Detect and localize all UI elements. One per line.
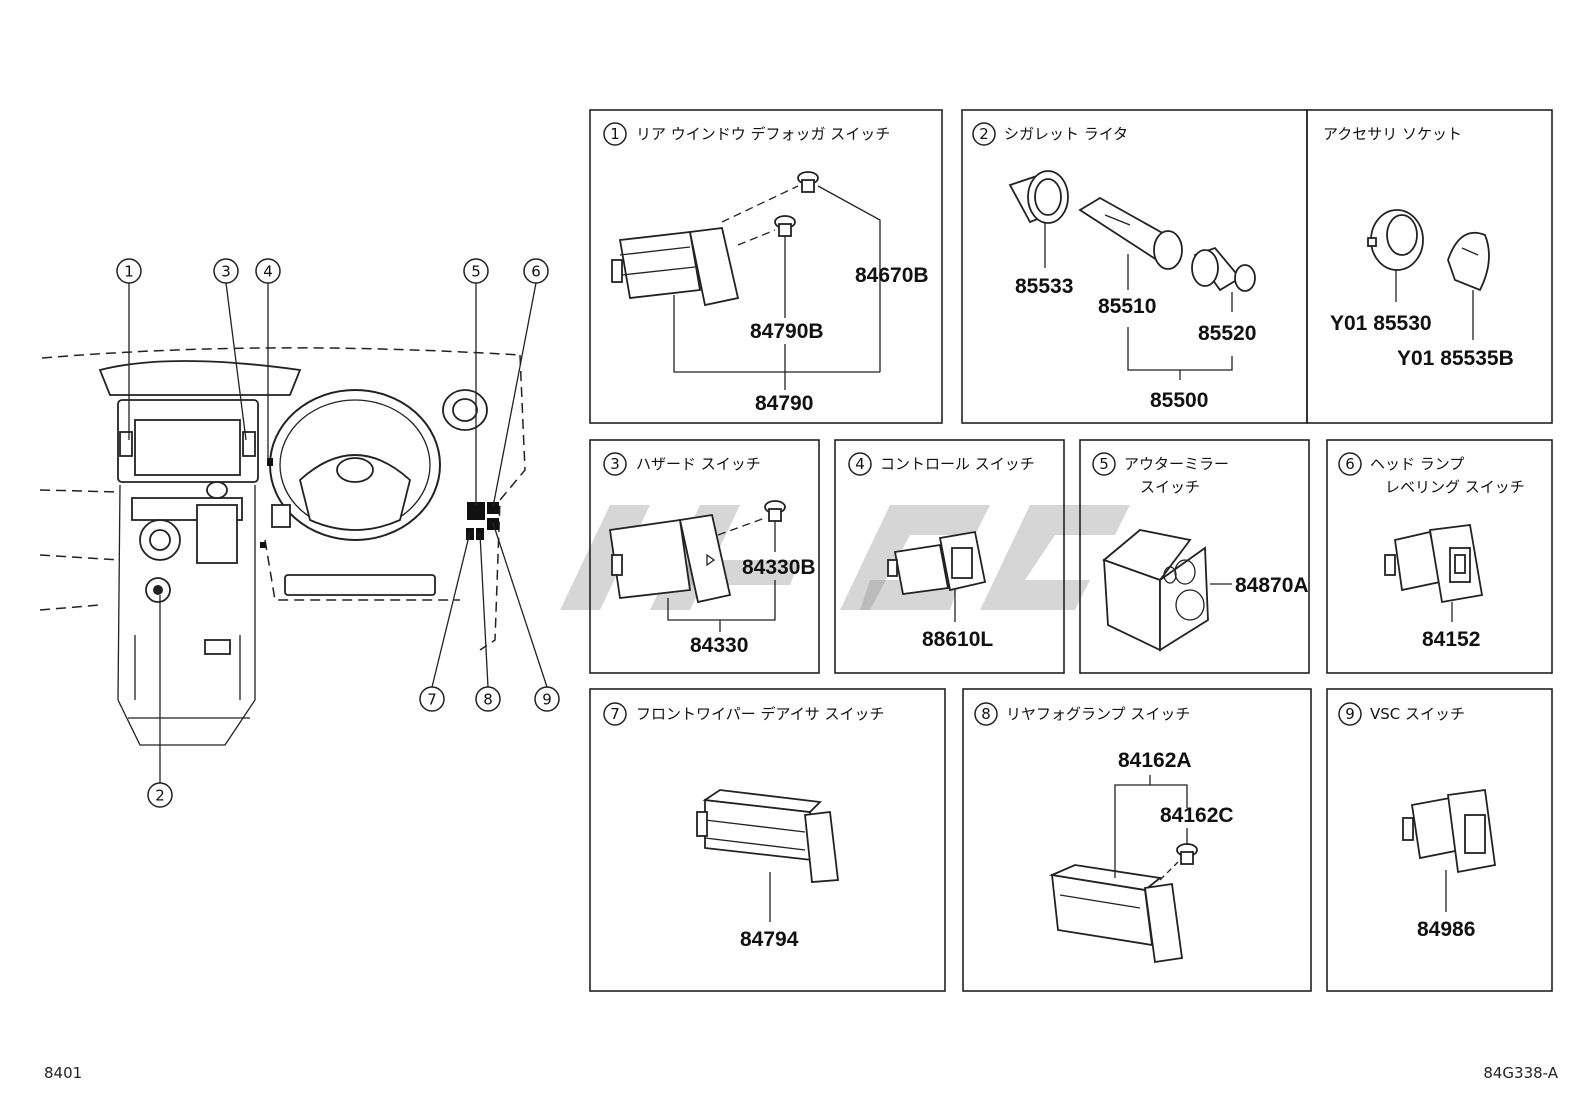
svg-text:アウターミラー: アウターミラー	[1124, 455, 1229, 473]
svg-text:84870A: 84870A	[1235, 574, 1309, 597]
svg-text:84790B: 84790B	[750, 320, 824, 343]
overview-callout-8: 8	[475, 686, 501, 712]
clip-part	[774, 171, 819, 237]
svg-text:レベリング スイッチ: レベリング スイッチ	[1385, 478, 1525, 496]
control-switch-part	[887, 530, 987, 596]
deicer-switch-part	[696, 789, 840, 883]
svg-text:1: 1	[610, 125, 620, 143]
panel-hazard-switch: 3 ハザード スイッチ 84330B 84330	[589, 439, 820, 674]
svg-text:Y01 85535B: Y01 85535B	[1397, 347, 1514, 370]
svg-text:6: 6	[531, 263, 541, 281]
svg-text:2: 2	[979, 125, 989, 143]
dashboard-overview	[39, 347, 526, 746]
svg-text:3: 3	[610, 455, 620, 473]
overview-callout-9: 9	[534, 686, 560, 712]
svg-text:84790: 84790	[755, 392, 813, 415]
page-code-left: 8401	[44, 1064, 83, 1082]
leveling-switch-part	[1384, 524, 1484, 604]
panel-outer-mirror-switch: 5 アウターミラー スイッチ 84870A	[1079, 439, 1310, 674]
overview-callout-4: 4	[255, 258, 281, 284]
overview-callout-2: 2	[147, 782, 173, 808]
svg-text:フロントワイパー デアイサ スイッチ: フロントワイパー デアイサ スイッチ	[636, 705, 885, 723]
svg-text:7: 7	[427, 691, 437, 709]
svg-text:3: 3	[221, 263, 231, 281]
overview-callout-7: 7	[419, 686, 445, 712]
overview-callout-6: 6	[523, 258, 549, 284]
svg-text:スイッチ: スイッチ	[1140, 478, 1200, 496]
panel-accessory-socket: アクセサリ ソケット Y01 85530 Y01 85535B	[1306, 109, 1553, 424]
fog-switch-part	[1048, 864, 1184, 964]
svg-text:ヘッド ランプ: ヘッド ランプ	[1370, 455, 1464, 473]
svg-text:84330: 84330	[690, 634, 748, 657]
lighter-plug-part	[1191, 246, 1256, 292]
svg-text:85500: 85500	[1150, 389, 1208, 412]
lighter-socket-part	[1008, 170, 1069, 224]
panel-control-switch: 4 コントロール スイッチ 88610L	[834, 439, 1065, 674]
panel-front-wiper-deicer-switch: 7 フロントワイパー デアイサ スイッチ 84794	[589, 688, 946, 992]
mirror-switch-part	[1102, 529, 1209, 652]
accessory-cap-part	[1447, 231, 1490, 292]
page-code-right: 84G338-A	[1483, 1064, 1558, 1082]
svg-text:8: 8	[981, 705, 991, 723]
svg-text:4: 4	[263, 263, 273, 281]
svg-text:コントロール スイッチ: コントロール スイッチ	[880, 455, 1035, 473]
svg-text:VSC スイッチ: VSC スイッチ	[1370, 705, 1465, 723]
svg-text:84162C: 84162C	[1160, 804, 1234, 827]
overview-callout-1: 1	[116, 258, 142, 284]
svg-text:7: 7	[610, 705, 620, 723]
svg-text:ハザード スイッチ: ハザード スイッチ	[636, 455, 761, 473]
svg-text:5: 5	[471, 263, 481, 281]
svg-text:84330B: 84330B	[742, 556, 816, 579]
panel-rear-fog-lamp-switch: 8 リヤフォグランプ スイッチ 84162A 84162C	[962, 688, 1312, 992]
svg-text:リヤフォグランプ スイッチ: リヤフォグランプ スイッチ	[1006, 705, 1190, 723]
svg-text:2: 2	[155, 787, 165, 805]
svg-text:84162A: 84162A	[1118, 749, 1192, 772]
svg-text:9: 9	[1345, 705, 1355, 723]
overview-callout-3: 3	[213, 258, 239, 284]
accessory-socket-part	[1367, 209, 1424, 271]
hazard-switch-part	[608, 513, 732, 604]
panel-vsc-switch: 9 VSC スイッチ 84986	[1326, 688, 1553, 992]
svg-text:84670B: 84670B	[855, 264, 929, 287]
lighter-body-part	[1078, 196, 1183, 270]
svg-text:85520: 85520	[1198, 322, 1256, 345]
panel-rear-defogger-switch: 1 リア ウインドウ デフォッガ スイッチ 84670B 84790B 8479…	[589, 109, 943, 424]
svg-text:85533: 85533	[1015, 275, 1073, 298]
fog-clip-part	[1176, 843, 1198, 865]
svg-text:84152: 84152	[1422, 628, 1480, 651]
switch-part	[611, 227, 740, 307]
svg-text:アクセサリ ソケット: アクセサリ ソケット	[1323, 125, 1462, 143]
vsc-switch-part	[1402, 788, 1497, 874]
svg-text:5: 5	[1099, 455, 1109, 473]
hazard-clip-part	[764, 500, 786, 522]
panel-headlamp-leveling-switch: 6 ヘッド ランプ レベリング スイッチ 84152	[1326, 439, 1553, 674]
svg-text:6: 6	[1345, 455, 1355, 473]
svg-text:Y01 85530: Y01 85530	[1330, 312, 1432, 335]
svg-text:8: 8	[483, 691, 493, 709]
svg-text:88610L: 88610L	[922, 628, 993, 651]
svg-text:1: 1	[124, 263, 134, 281]
svg-text:85510: 85510	[1098, 295, 1156, 318]
overview-leaders	[128, 282, 548, 783]
svg-text:9: 9	[542, 691, 552, 709]
svg-text:84794: 84794	[740, 928, 799, 951]
panel-cigarette-lighter: 2 シガレット ライタ 85533 85510 85520 85500	[961, 109, 1308, 424]
svg-text:シガレット ライタ: シガレット ライタ	[1004, 125, 1128, 143]
svg-text:4: 4	[855, 455, 865, 473]
svg-text:84986: 84986	[1417, 918, 1475, 941]
overview-callout-5: 5	[463, 258, 489, 284]
svg-text:リア ウインドウ デフォッガ スイッチ: リア ウインドウ デフォッガ スイッチ	[636, 125, 890, 143]
